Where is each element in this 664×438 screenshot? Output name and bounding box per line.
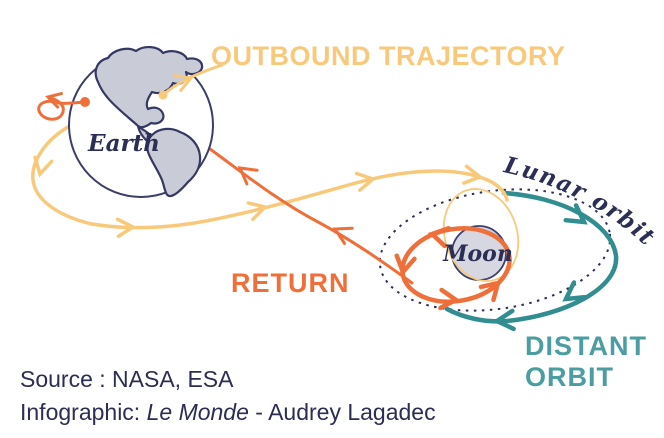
outbound-trajectory-label: OUTBOUND TRAJECTORY xyxy=(211,41,566,71)
arrowhead xyxy=(354,171,377,192)
lunar-orbit-dashed-path xyxy=(378,188,612,312)
infographic-credit-publication: Le Monde xyxy=(146,399,249,425)
lunar-orbit-label: Lunar orbit xyxy=(501,151,661,251)
return-label: RETURN xyxy=(231,268,350,298)
arrowhead xyxy=(33,155,54,178)
return-arrowheads xyxy=(237,166,354,245)
landing-point-dot xyxy=(80,97,90,107)
arrowhead xyxy=(427,226,451,249)
distant-orbit-label: DISTANT ORBIT xyxy=(525,331,647,392)
earth-label: Earth xyxy=(87,130,160,157)
arrowhead xyxy=(478,279,502,303)
moon-orbit-arrowheads xyxy=(394,226,502,311)
earth-globe: Earth xyxy=(68,46,214,198)
arrowhead xyxy=(563,203,588,225)
arrowhead xyxy=(394,253,417,277)
moon-label: Moon xyxy=(442,241,513,267)
arrowhead xyxy=(492,308,516,332)
infographic-credit: Infographic: Le Monde - Audrey Lagadec xyxy=(20,396,436,429)
landing-loop-curl xyxy=(37,96,65,121)
arrowhead xyxy=(438,287,461,311)
arrowhead xyxy=(115,217,137,239)
return-trajectory-path xyxy=(208,147,414,285)
arrowhead xyxy=(45,92,63,109)
arrowhead xyxy=(246,201,269,222)
arrowhead xyxy=(237,166,259,186)
arrowhead xyxy=(173,74,194,92)
arrowhead xyxy=(562,280,587,302)
infographic-credit-prefix: Infographic: xyxy=(20,399,147,425)
infographic-credit-suffix: - Audrey Lagadec xyxy=(248,399,436,425)
earth-continents xyxy=(94,46,204,198)
arrowhead xyxy=(332,226,354,245)
arrowhead xyxy=(462,164,484,185)
distant-orbit-path xyxy=(444,190,619,324)
outbound-arrowheads xyxy=(33,155,484,239)
credits-block: Source : NASA, ESA Infographic: Le Monde… xyxy=(20,363,436,429)
source-credit: Source : NASA, ESA xyxy=(20,366,234,392)
launch-point-dot xyxy=(158,90,168,100)
outbound-trajectory-path xyxy=(31,125,509,230)
south-america xyxy=(146,127,202,198)
distant-orbit-arrowheads xyxy=(492,203,588,332)
